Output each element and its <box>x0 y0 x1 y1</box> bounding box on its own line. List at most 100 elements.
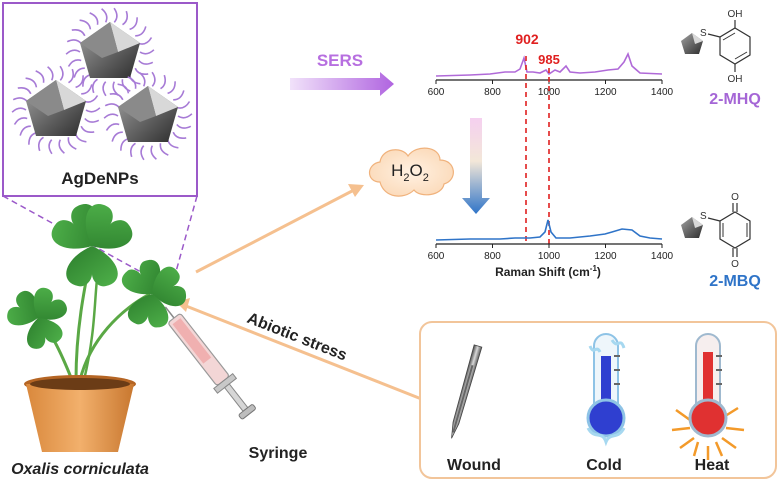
nanoparticle-icon <box>65 7 155 97</box>
svg-text:O: O <box>731 192 739 203</box>
ligand-strand <box>138 59 154 65</box>
ligand-strand <box>79 19 92 30</box>
peak-label-902: 902 <box>515 31 539 47</box>
ligand-strand <box>12 97 28 103</box>
molecule-2mhq-label: 2-MHQ <box>709 91 761 108</box>
raman-axis-label: Raman Shift (cm-1) <box>495 264 601 279</box>
plant-illustration <box>7 204 186 452</box>
ligand-strand <box>82 73 91 87</box>
ligand-strand <box>127 76 137 89</box>
nanoparticle-label: AgDeNPs <box>61 169 138 188</box>
ligand-strand <box>81 84 93 95</box>
ligand-strand <box>140 145 145 161</box>
svg-text:O: O <box>731 259 739 270</box>
tick-label: 1400 <box>651 251 674 262</box>
spectrum-bottom: 600 800 1000 1200 1400 Raman Shift (cm-1) <box>428 219 674 279</box>
quinone-ring <box>719 211 751 249</box>
ligand-strand <box>19 125 31 136</box>
ligand-strand <box>47 66 54 81</box>
tick-label: 800 <box>484 251 501 262</box>
ligand-strand <box>104 103 120 109</box>
cold-thermometer-icon <box>586 333 626 447</box>
peak-label-985: 985 <box>538 52 560 67</box>
pot-body <box>26 384 134 452</box>
ligand-strand <box>139 49 155 55</box>
tick-label: 600 <box>428 251 445 262</box>
ligand-strand <box>75 75 84 89</box>
clover-leaf <box>51 204 133 287</box>
ligand-strand <box>85 107 101 113</box>
ligand-strand <box>176 101 191 109</box>
ligand-strand <box>101 8 108 23</box>
abiotic-stress-label: Abiotic stress <box>245 310 350 365</box>
nanoparticle-icon <box>11 65 101 155</box>
ligand-strand <box>28 131 37 145</box>
tick-label: 1200 <box>594 251 617 262</box>
svg-text:S: S <box>700 211 707 222</box>
spectrum-top: 600 800 1000 1200 1400 902 985 <box>428 31 674 98</box>
ligand-strand <box>135 26 147 37</box>
nanoparticle-panel: AgDeNPs <box>2 2 198 197</box>
ligand-strand <box>68 68 74 84</box>
ligand-strand <box>89 12 99 25</box>
ligand-strand <box>48 139 53 155</box>
spectrum-top-trace <box>435 51 663 77</box>
molecule-2mbq-label: 2-MBQ <box>709 273 761 290</box>
ligand-strand <box>38 136 44 152</box>
ligand-strand <box>105 123 120 131</box>
ligand-strand <box>117 83 130 94</box>
ligand-strand <box>67 59 82 67</box>
syringe-label: Syringe <box>249 445 308 462</box>
molecule-2mhq: S OH OH 2-MHQ <box>681 9 761 108</box>
syringe-illustration <box>164 306 256 420</box>
ligand-strand <box>122 10 128 26</box>
ligand-strand <box>65 49 81 55</box>
tick-label: 1000 <box>538 251 561 262</box>
ligand-strand <box>167 81 176 95</box>
ligand-strand <box>17 87 32 95</box>
ligand-strand <box>11 107 27 113</box>
stress-item-wound: Wound <box>447 457 501 474</box>
svg-text:OH: OH <box>728 74 743 85</box>
tick-label: 800 <box>484 87 501 98</box>
ligand-strand <box>102 81 107 97</box>
tweezers-icon <box>451 344 483 439</box>
tick-label: 600 <box>428 87 445 98</box>
nanoparticle-icon <box>681 217 703 238</box>
ligand-strand <box>120 137 129 151</box>
ligand-strand <box>129 17 138 31</box>
h2o2-label: H2O2 <box>391 161 429 184</box>
ligand-strand <box>71 29 86 37</box>
ligand-strand <box>59 65 64 81</box>
ligand-strand <box>66 39 82 45</box>
stress-item-cold: Cold <box>586 457 622 474</box>
ligand-strand <box>173 90 185 101</box>
stress-panel: Wound Cold Heat <box>419 321 777 479</box>
tick-label: 1200 <box>594 87 617 98</box>
tick-label: 1400 <box>651 87 674 98</box>
heat-thermometer-icon <box>671 333 745 460</box>
ligand-strand <box>113 7 118 23</box>
nanoparticle-icon <box>103 71 193 161</box>
clover-leaf <box>7 287 67 349</box>
ligand-strand <box>58 139 65 154</box>
svg-text:OH: OH <box>728 9 743 20</box>
ligand-strand <box>67 137 77 150</box>
conversion-arrow <box>462 118 490 214</box>
nanoparticle-icon <box>681 33 703 54</box>
clover-leaf <box>121 259 186 328</box>
ligand-strand <box>139 72 146 87</box>
tick-label: 1000 <box>538 87 561 98</box>
sers-arrow: SERS <box>290 51 394 96</box>
ligand-strand <box>25 77 38 88</box>
arrow-stress-to-plant <box>176 298 425 402</box>
ligand-strand <box>172 131 187 139</box>
ligand-strand <box>73 67 85 78</box>
ligand-strand <box>103 113 119 119</box>
sers-label: SERS <box>317 51 363 70</box>
svg-text:S: S <box>700 28 707 39</box>
ligand-strand <box>176 123 192 129</box>
stress-item-heat: Heat <box>695 457 730 474</box>
spectrum-bottom-trace <box>435 219 663 241</box>
